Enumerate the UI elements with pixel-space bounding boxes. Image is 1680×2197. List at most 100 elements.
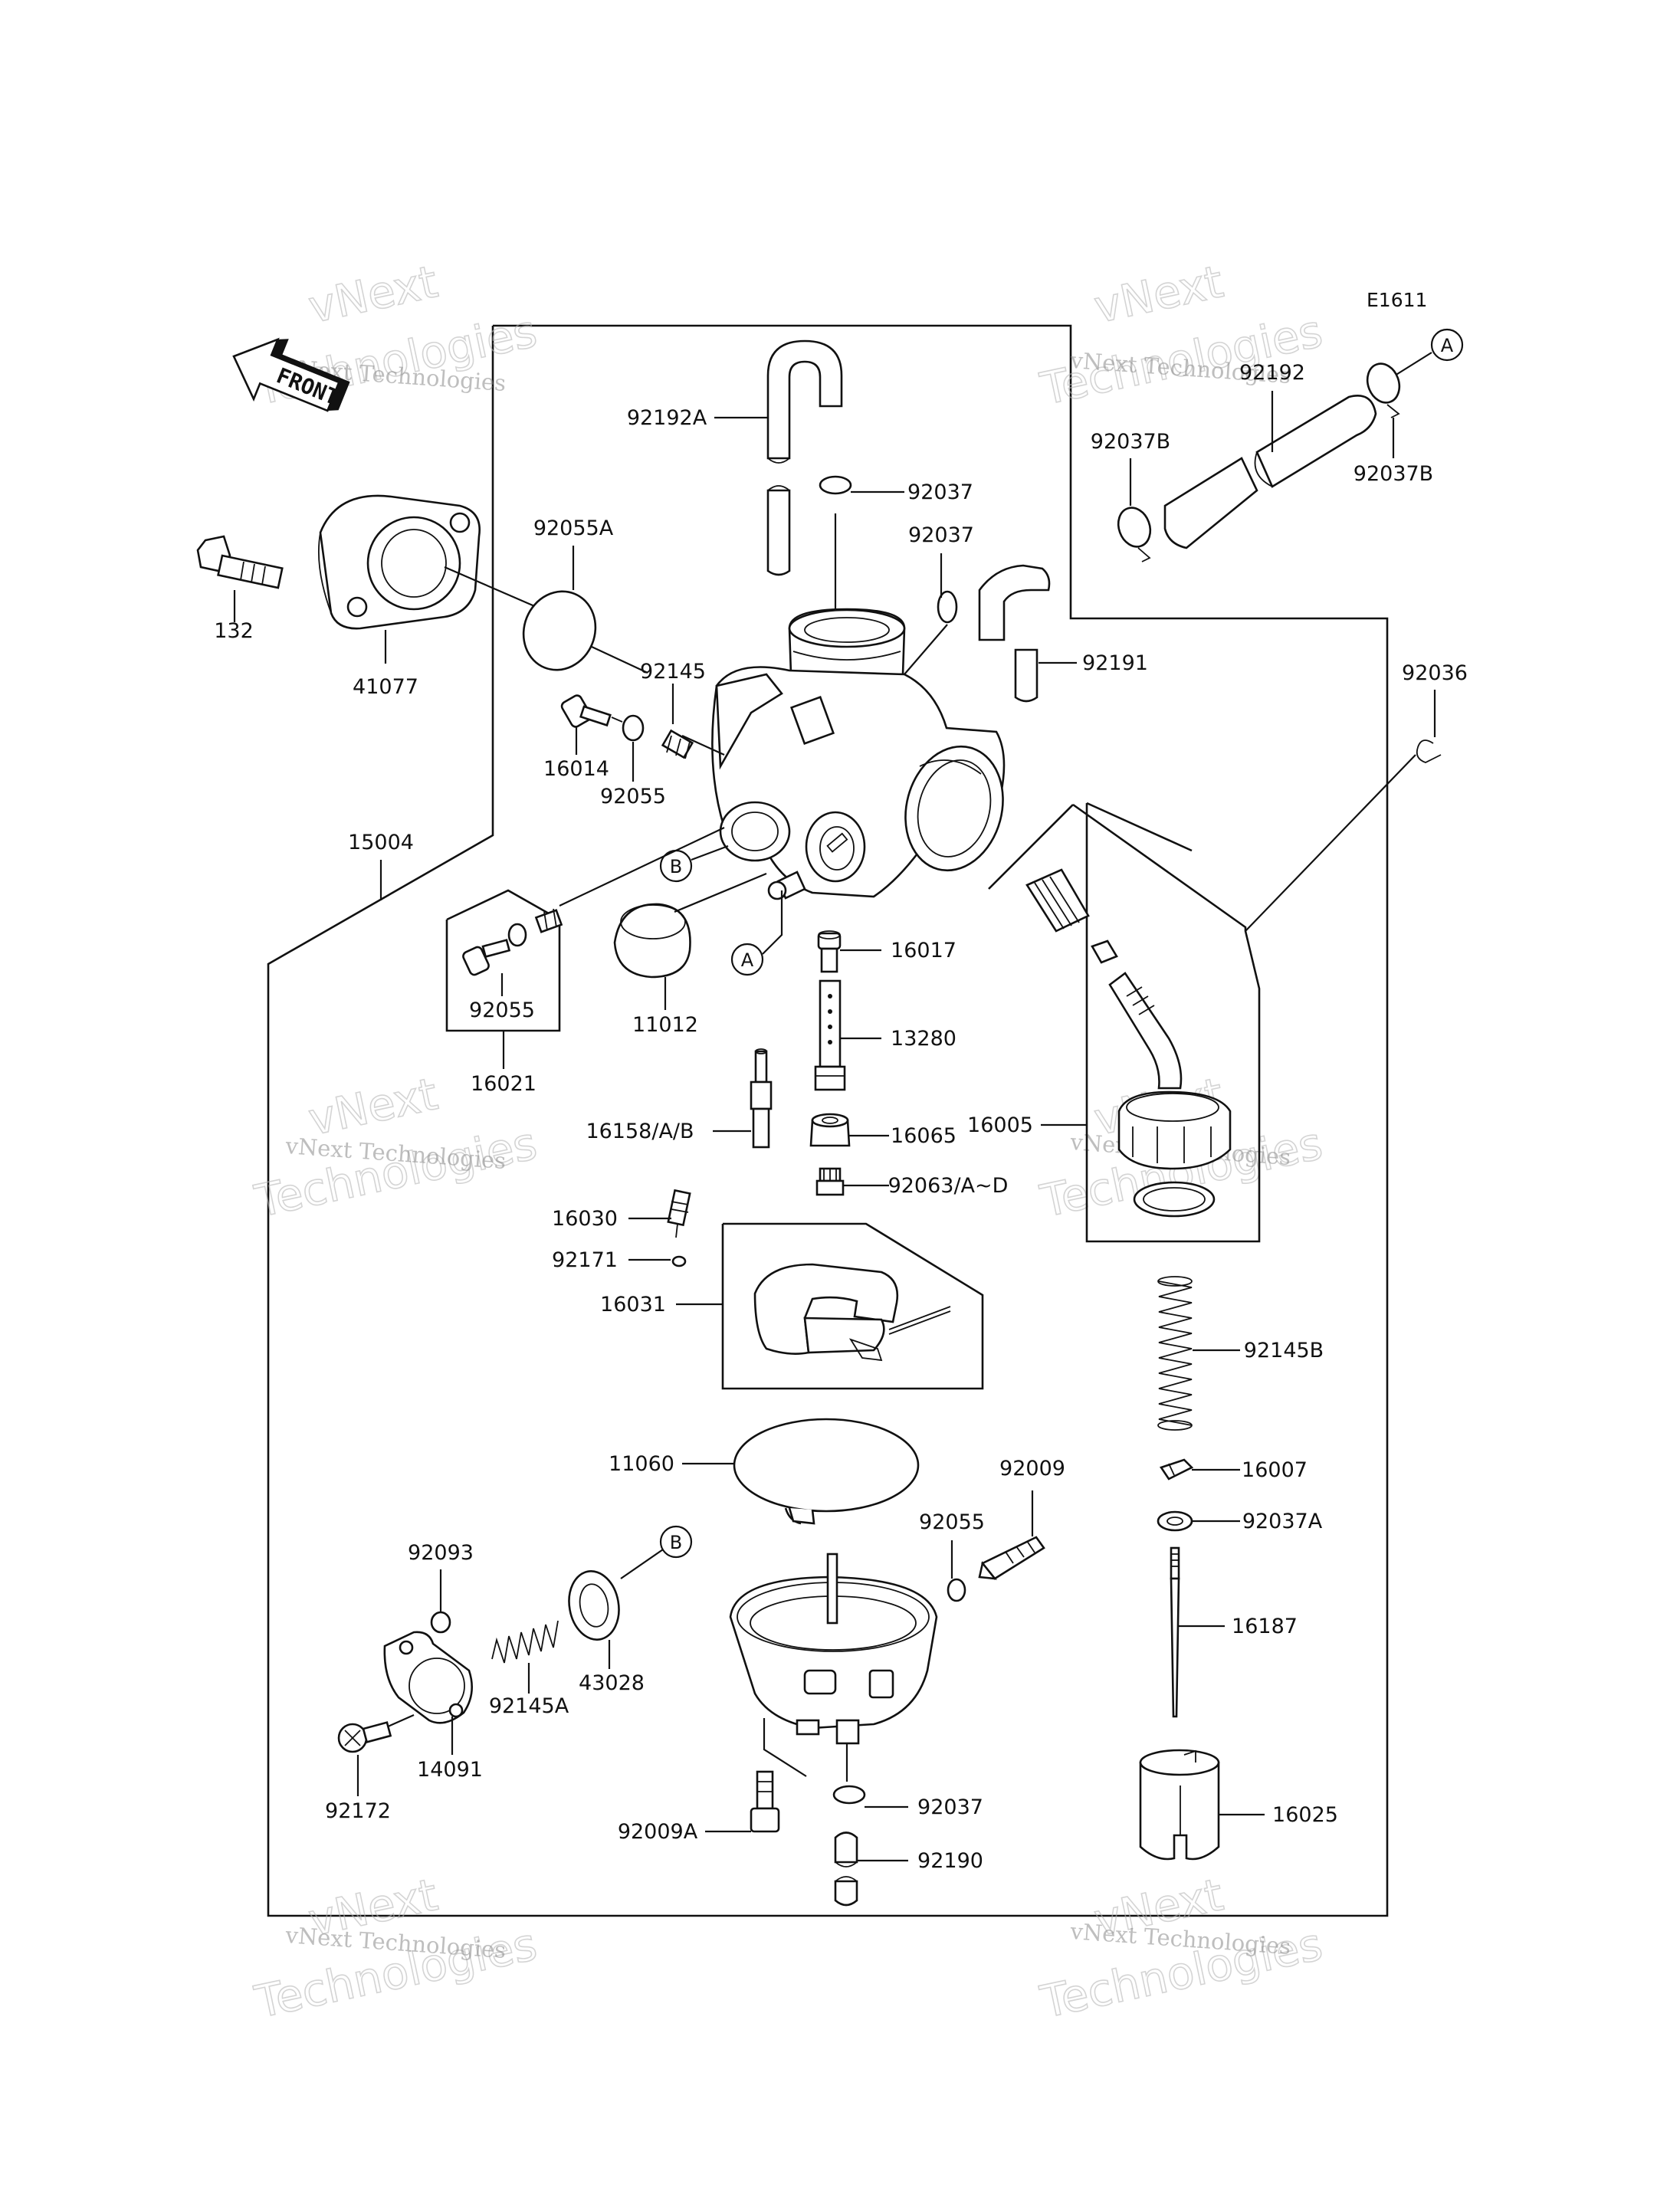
oring-92055A — [522, 590, 597, 671]
cover-14091 — [383, 1631, 474, 1724]
float-bowl — [729, 1553, 938, 1745]
clip-92037-top — [819, 475, 852, 495]
clip-16007 — [1159, 1458, 1194, 1481]
svg-text:vNext: vNext — [304, 255, 442, 333]
spring-92145B — [1157, 1276, 1193, 1431]
label-15004: 15004 — [348, 831, 414, 854]
float-valve-16030 — [667, 1189, 691, 1238]
box-16005 — [1072, 803, 1261, 1243]
box-16031 — [721, 1222, 984, 1390]
svg-text:B: B — [670, 1532, 682, 1553]
box-16021 — [445, 889, 561, 1032]
label-132: 132 — [214, 619, 254, 643]
label-16017: 16017 — [891, 939, 956, 962]
clip-92036 — [1416, 739, 1442, 763]
label-92145B: 92145B — [1244, 1339, 1324, 1362]
clip-92037-bottom — [832, 1785, 866, 1805]
label-16158: 16158/A/B — [586, 1120, 694, 1143]
callout-b-lower — [659, 1525, 693, 1559]
holder-41077 — [317, 494, 481, 630]
jet-needle-16187 — [1170, 1546, 1180, 1718]
label-16014: 16014 — [543, 757, 609, 781]
label-16187: 16187 — [1232, 1615, 1298, 1638]
label-92192: 92192 — [1239, 361, 1305, 385]
label-92063: 92063/A~D — [888, 1174, 1009, 1198]
svg-text:A: A — [741, 949, 754, 971]
label-92145: 92145 — [640, 660, 706, 684]
label-43028: 43028 — [579, 1671, 645, 1695]
screw-92009 — [978, 1536, 1045, 1580]
label-16030: 16030 — [552, 1207, 618, 1231]
diaphragm-43028 — [568, 1570, 620, 1641]
clip-92037A — [1157, 1510, 1193, 1532]
callout-a-upper — [1430, 328, 1464, 362]
svg-text:B: B — [670, 856, 682, 877]
hose-92190 — [834, 1831, 858, 1907]
label-92009: 92009 — [999, 1457, 1065, 1481]
jet-92063 — [815, 1167, 845, 1196]
label-41077: 41077 — [353, 675, 418, 699]
screw-16014 — [560, 694, 623, 728]
clip-92037B-left — [1117, 507, 1152, 562]
svg-text:A: A — [1441, 335, 1454, 356]
hose-92191 — [978, 564, 1051, 703]
label-92009A: 92009A — [618, 1820, 698, 1844]
label-92055-a: 92055 — [600, 785, 666, 808]
part-16065 — [809, 1113, 851, 1147]
label-92037A: 92037A — [1242, 1510, 1323, 1533]
oring-92055-a — [622, 714, 645, 742]
needle-jet-13280 — [814, 979, 846, 1091]
spring-92145A — [491, 1620, 559, 1664]
label-92055A: 92055A — [533, 516, 614, 540]
spring-92145 — [661, 729, 694, 759]
oring-92055-c — [947, 1578, 966, 1602]
throttle-valve-16025 — [1139, 1749, 1220, 1861]
label-92190: 92190 — [917, 1849, 983, 1873]
label-16065: 16065 — [891, 1124, 956, 1148]
svg-text:vNext: vNext — [1090, 255, 1228, 333]
gasket-11060 — [733, 1418, 920, 1525]
label-14091: 14091 — [417, 1758, 483, 1782]
diagram-code: E1611 — [1367, 289, 1427, 311]
fuel-fitting-16005 — [1025, 868, 1232, 1218]
label-16021: 16021 — [471, 1072, 536, 1096]
label-92037B-right: 92037B — [1354, 462, 1433, 486]
hose-92192 — [1163, 395, 1377, 549]
oring-92055-b — [507, 923, 527, 947]
label-92191: 92191 — [1082, 651, 1148, 675]
label-92171: 92171 — [552, 1248, 618, 1272]
oring-92171 — [671, 1255, 687, 1267]
hose-92192A — [766, 339, 843, 576]
label-92037-top: 92037 — [907, 480, 973, 504]
callout-a-lower — [730, 943, 764, 976]
label-11060: 11060 — [609, 1452, 674, 1476]
label-92037-mid: 92037 — [908, 523, 974, 547]
screw-92009A — [750, 1770, 780, 1833]
label-11012: 11012 — [632, 1013, 698, 1037]
screw-92172 — [337, 1721, 392, 1753]
screw-16021 — [462, 939, 511, 976]
spring-16021 — [534, 908, 563, 933]
label-16007: 16007 — [1242, 1458, 1308, 1482]
label-92055-c: 92055 — [919, 1510, 985, 1534]
label-13280: 13280 — [891, 1027, 956, 1051]
float-16031 — [753, 1263, 951, 1362]
svg-text:vNext: vNext — [304, 1067, 442, 1146]
bolt-132 — [196, 535, 284, 589]
oring-92093 — [430, 1611, 451, 1634]
label-92037-bottom: 92037 — [917, 1795, 983, 1819]
clip-92037-mid — [937, 590, 958, 624]
label-16031: 16031 — [600, 1293, 666, 1317]
label-92036: 92036 — [1402, 661, 1468, 685]
carburetor-body — [711, 608, 1006, 900]
cap-11012 — [613, 903, 691, 979]
part-16158 — [750, 1048, 773, 1149]
clip-92037B-right — [1366, 362, 1401, 418]
label-92037B-left: 92037B — [1091, 430, 1170, 454]
label-92172: 92172 — [325, 1799, 391, 1823]
label-16005: 16005 — [967, 1113, 1033, 1137]
label-16025: 16025 — [1272, 1803, 1338, 1827]
assembly-outline — [267, 324, 1389, 1917]
label-92145A: 92145A — [489, 1694, 569, 1718]
